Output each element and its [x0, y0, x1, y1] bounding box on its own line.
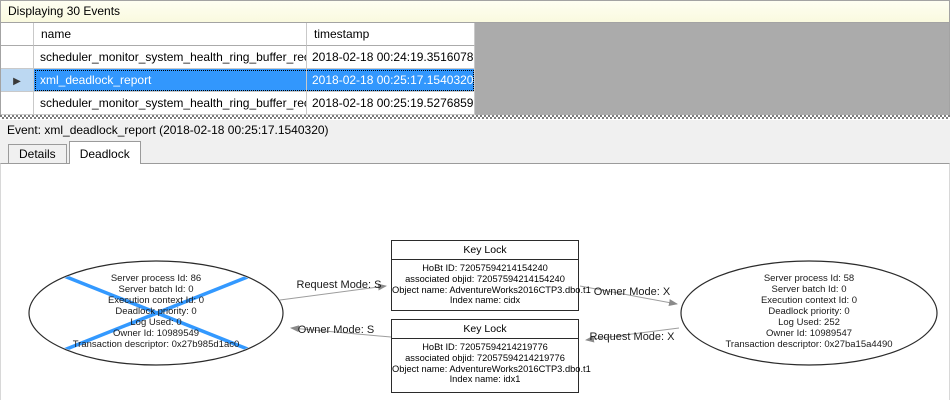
detail-tabstrip: Details Deadlock	[0, 141, 950, 164]
resource-node-keylock-top: Key Lock HoBt ID: 72057594214154240 asso…	[391, 240, 591, 311]
events-grid: name timestamp scheduler_monitor_system_…	[0, 23, 950, 115]
events-count-bar: Displaying 30 Events	[0, 0, 950, 23]
keylock-title: Key Lock	[392, 241, 578, 260]
node-line: Index name: cidx	[449, 295, 521, 306]
deadlock-graph-panel: Server process Id: 86 Server batch Id: 0…	[0, 163, 950, 400]
node-line: associated objid: 72057594214219776	[405, 352, 565, 363]
table-row[interactable]: scheduler_monitor_system_health_ring_buf…	[1, 92, 475, 115]
keylock-details: HoBt ID: 72057594214154240 associated ob…	[392, 260, 591, 306]
cell-name[interactable]: scheduler_monitor_system_health_ring_buf…	[34, 92, 307, 115]
table-row[interactable]: scheduler_monitor_system_health_ring_buf…	[1, 46, 475, 69]
event-description-bar: Event: xml_deadlock_report (2018-02-18 0…	[0, 120, 950, 141]
tab-details[interactable]: Details	[8, 144, 67, 163]
node-line: HoBt ID: 72057594214219776	[422, 342, 548, 352]
deadlock-graph-canvas	[28, 260, 938, 366]
current-row-arrow-icon: ▶	[13, 76, 21, 87]
cell-name[interactable]: xml_deadlock_report	[34, 69, 307, 92]
events-count-label: Displaying 30 Events	[8, 4, 121, 18]
cell-timestamp[interactable]: 2018-02-18 00:25:17.1540320	[307, 69, 475, 92]
tab-deadlock[interactable]: Deadlock	[68, 141, 141, 164]
node-line: Index name: idx1	[449, 374, 521, 385]
node-line: HoBt ID: 72057594214154240	[422, 263, 548, 273]
edge-request-x	[585, 327, 680, 343]
column-header-timestamp[interactable]: timestamp	[307, 23, 475, 46]
cell-timestamp[interactable]: 2018-02-18 00:24:19.3516078	[307, 46, 475, 69]
cell-timestamp[interactable]: 2018-02-18 00:25:19.5276859	[307, 92, 475, 115]
edge-owner-x	[579, 285, 678, 306]
node-line: Object name: AdventureWorks2016CTP3.dbo.…	[392, 363, 591, 374]
node-line: Object name: AdventureWorks2016CTP3.dbo.…	[392, 284, 591, 295]
row-selector[interactable]	[1, 46, 34, 69]
event-description-label: Event: xml_deadlock_report (2018-02-18 0…	[7, 123, 329, 137]
cell-name[interactable]: scheduler_monitor_system_health_ring_buf…	[34, 46, 307, 69]
resource-node-keylock-bottom: Key Lock HoBt ID: 72057594214219776 asso…	[391, 319, 591, 393]
table-row-selected[interactable]: ▶ xml_deadlock_report 2018-02-18 00:25:1…	[1, 69, 475, 92]
column-header-name[interactable]: name	[34, 23, 307, 46]
keylock-title: Key Lock	[392, 320, 578, 339]
row-selector-header	[1, 23, 34, 46]
victim-cross-icon	[58, 272, 256, 354]
pane-splitter[interactable]	[0, 115, 950, 120]
row-selector-current[interactable]: ▶	[1, 69, 34, 92]
edge-owner-s	[290, 325, 392, 338]
keylock-details: HoBt ID: 72057594214219776 associated ob…	[392, 339, 591, 385]
edge-request-s	[279, 283, 387, 301]
node-line: associated objid: 72057594214154240	[405, 273, 565, 284]
process-node-survivor	[680, 260, 938, 366]
grid-header-row: name timestamp	[1, 23, 475, 46]
row-selector[interactable]	[1, 92, 34, 115]
